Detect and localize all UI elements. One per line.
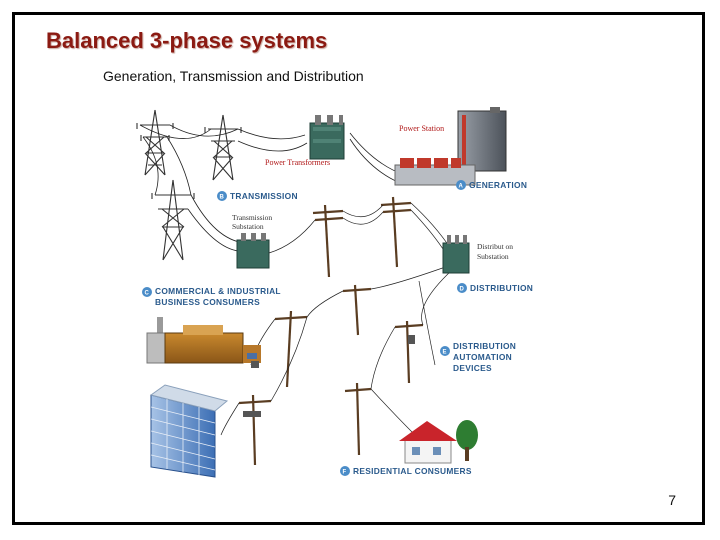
- svg-text:D: D: [460, 287, 465, 293]
- power-station-icon: [394, 107, 507, 186]
- stage-c-badge: C: [142, 287, 152, 297]
- transmission-tower-2: [204, 114, 242, 181]
- slide-title: Balanced 3-phase systems: [46, 28, 328, 53]
- stage-automation-label-1: DISTRIBUTION: [453, 341, 516, 351]
- stage-commercial-label-1: COMMERCIAL & INDUSTRIAL: [155, 286, 281, 296]
- stage-a-badge: A: [456, 180, 466, 190]
- svg-text:A: A: [459, 184, 464, 190]
- slide: Balanced 3-phase systems Generation, Tra…: [12, 12, 705, 525]
- stage-automation-label-3: DEVICES: [453, 363, 492, 373]
- power-transformers-label: Power Transformers: [265, 158, 330, 167]
- transmission-tower-1: [136, 109, 174, 176]
- svg-text:B: B: [220, 195, 225, 201]
- automation-device-icons: [243, 335, 415, 417]
- office-building-icon: [149, 384, 229, 478]
- stage-e-badge: E: [440, 346, 450, 356]
- power-transformer-icon: [309, 115, 345, 160]
- power-station-label: Power Station: [399, 124, 444, 133]
- factory-icon: [146, 317, 261, 364]
- distribution-substation-label-2: Substation: [477, 252, 509, 261]
- transmission-tower-3: [151, 179, 195, 261]
- power-grid-diagram: Power Transformers Power Station A GENER…: [136, 107, 533, 478]
- transmission-substation-label-1: Transmission: [232, 213, 272, 222]
- stage-automation-label-2: AUTOMATION: [453, 352, 512, 362]
- transmission-substation-icon: [236, 233, 270, 269]
- tree-icon: [456, 420, 478, 461]
- stage-commercial-label-2: BUSINESS CONSUMERS: [155, 297, 260, 307]
- svg-text:C: C: [145, 291, 150, 297]
- svg-text:F: F: [343, 470, 347, 476]
- house-icon: [399, 421, 457, 464]
- svg-text:E: E: [443, 350, 447, 356]
- stage-distribution-label: DISTRIBUTION: [470, 283, 533, 293]
- stage-b-badge: B: [217, 191, 227, 201]
- distribution-poles: [238, 196, 424, 466]
- stage-f-badge: F: [340, 466, 350, 476]
- page-number: 7: [668, 492, 676, 508]
- transmission-substation-label-2: Substation: [232, 222, 264, 231]
- distribution-substation-label-1: Distribut on: [477, 242, 513, 251]
- stage-transmission-label: TRANSMISSION: [230, 191, 298, 201]
- stage-residential-label: RESIDENTIAL CONSUMERS: [353, 466, 472, 476]
- stage-generation-label: GENERATION: [469, 180, 527, 190]
- distribution-substation-icon: [442, 235, 470, 274]
- slide-subtitle: Generation, Transmission and Distributio…: [103, 68, 364, 84]
- stage-d-badge: D: [457, 283, 467, 293]
